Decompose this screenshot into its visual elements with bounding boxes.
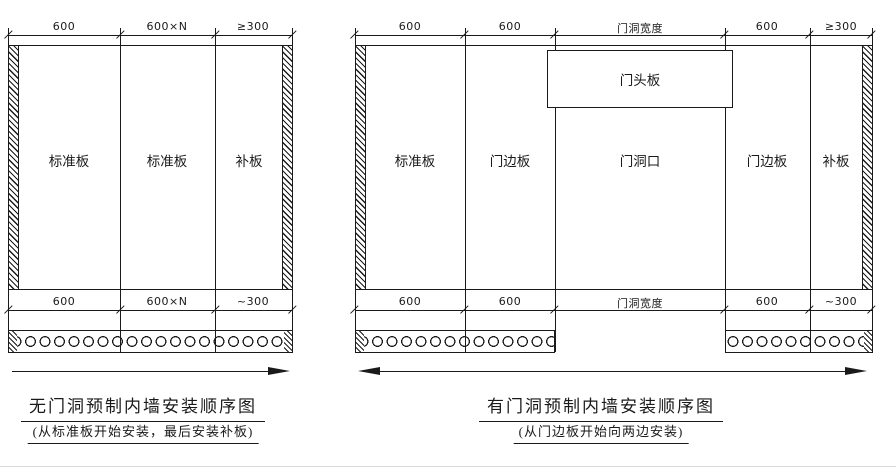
slab-support-hatch	[356, 331, 364, 352]
dim-label: 600	[755, 20, 779, 33]
panel-joint-line	[215, 28, 216, 352]
left-diagram-subtitle: (从标准板开始安装，最后安装补板)	[27, 421, 259, 444]
arrow-left-icon	[358, 367, 380, 375]
right-diagram-subtitle: (从门边板开始向两边安装)	[513, 421, 689, 444]
door-jamb-line	[725, 28, 726, 352]
extension-line	[355, 290, 356, 330]
dim-label: ~300	[236, 295, 270, 308]
dim-label: 600×N	[146, 295, 188, 308]
dim-label: 600×N	[146, 20, 188, 33]
dim-label: 600	[52, 295, 76, 308]
wall-hatch-left	[9, 46, 19, 289]
panel-label: 门头板	[619, 73, 661, 88]
door-head-panel: 门头板	[547, 50, 733, 108]
panel-label: 标准板	[394, 154, 436, 169]
dim-label: ≥300	[824, 20, 858, 33]
left-diagram-title: 无门洞预制内墙安装顺序图	[21, 392, 265, 422]
arrow-right-icon	[845, 367, 867, 375]
extension-line	[292, 290, 293, 330]
panel-label: 门边板	[489, 154, 531, 169]
panel-label: 补板	[822, 154, 850, 169]
panel-joint-line	[465, 28, 466, 352]
slab-support-hatch	[864, 331, 872, 352]
top-dimension-line	[8, 35, 293, 36]
top-dimension-line	[355, 35, 873, 36]
door-jamb-line	[555, 28, 556, 352]
floor-slab-section	[355, 330, 555, 353]
floor-slab-section	[725, 330, 873, 353]
page-divider	[0, 466, 896, 467]
dim-label: 600	[398, 20, 422, 33]
extension-line	[8, 290, 9, 330]
panel-joint-line	[810, 28, 811, 352]
panel-label: 门边板	[746, 154, 788, 169]
dim-label: 600	[755, 295, 779, 308]
extension-line	[872, 290, 873, 330]
panel-joint-line	[120, 28, 121, 352]
dim-label: 600	[52, 20, 76, 33]
slab-support-hatch	[284, 331, 292, 352]
extension-line	[355, 28, 356, 45]
door-opening-label: 门洞口	[619, 154, 661, 169]
dim-label: 600	[498, 20, 522, 33]
slab-support-hatch	[9, 331, 17, 352]
panel-label: 标准板	[48, 154, 90, 169]
right-diagram-title: 有门洞预制内墙安装顺序图	[479, 392, 723, 422]
bottom-dimension-line	[8, 310, 293, 311]
dim-label: 门洞宽度	[617, 297, 663, 310]
extension-line	[872, 28, 873, 45]
floor-slab-section	[8, 330, 293, 353]
wall-elevation	[8, 45, 293, 290]
extension-line	[8, 28, 9, 45]
dim-label: 门洞宽度	[617, 22, 663, 35]
arrow-right-icon	[268, 367, 290, 375]
dim-label: 600	[498, 295, 522, 308]
dim-label: ~300	[824, 295, 858, 308]
dim-label: ≥300	[236, 20, 270, 33]
wall-hatch-left	[356, 46, 366, 289]
install-direction-line	[380, 371, 845, 372]
extension-line	[292, 28, 293, 45]
wall-hatch-right	[282, 46, 292, 289]
dim-label: 600	[398, 295, 422, 308]
bottom-dimension-line	[355, 310, 873, 311]
install-direction-line	[12, 371, 268, 372]
panel-label: 补板	[235, 154, 263, 169]
wall-hatch-right	[862, 46, 872, 289]
panel-label: 标准板	[146, 154, 188, 169]
